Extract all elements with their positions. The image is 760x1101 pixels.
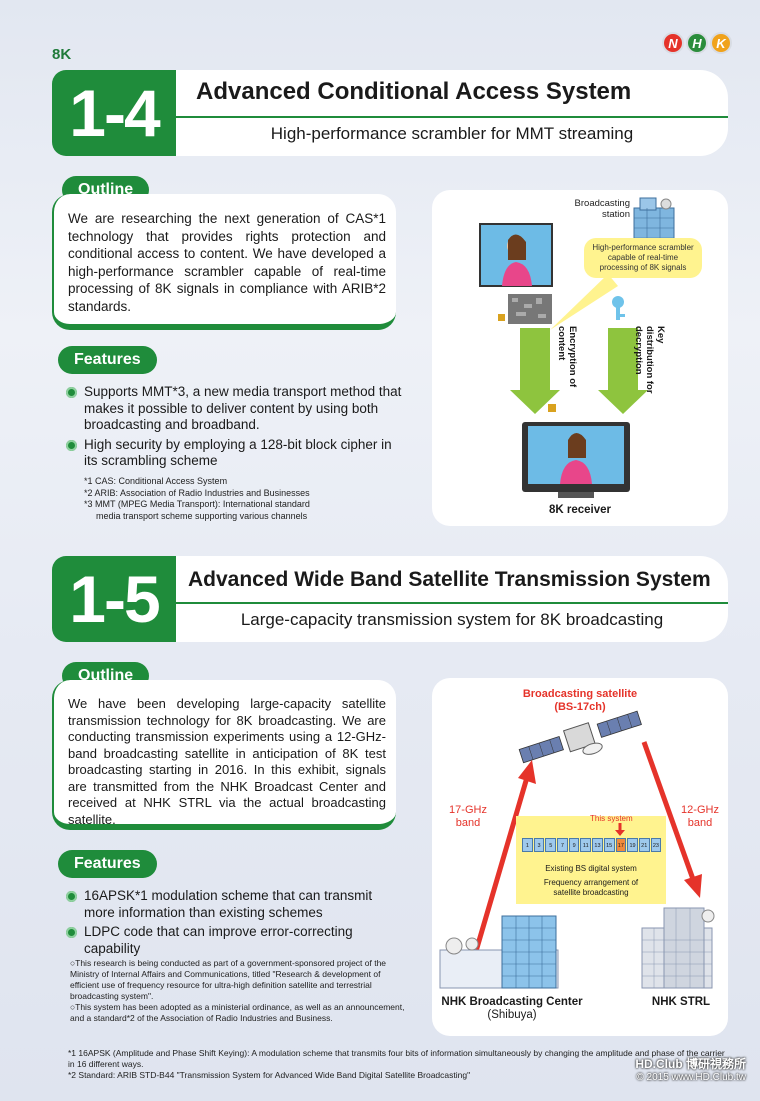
features-list: 16APSK*1 modulation scheme that can tran… (64, 888, 404, 960)
watermark-title: HD.Club 博研視務所 (635, 1057, 746, 1071)
feature-item: High security by employing a 128-bit blo… (64, 437, 404, 470)
channel-cell: 15 (603, 838, 615, 852)
feature-item: Supports MMT*3, a new media transport me… (64, 384, 404, 434)
features-list: Supports MMT*3, a new media transport me… (64, 384, 404, 473)
watermark: HD.Club 博研視務所 © 2015 www.HD.Club.tw (635, 1058, 746, 1084)
scrambler-bubble: High-performance scrambler capable of re… (584, 238, 702, 278)
footnote: *2 Standard: ARIB STD-B44 "Transmission … (68, 1070, 471, 1080)
satellite-diagram: Broadcasting satellite (BS-17ch) 17-GHz … (432, 678, 728, 1036)
section-title: Advanced Wide Band Satellite Transmissio… (188, 568, 711, 591)
satellite-channel: (BS-17ch) (554, 701, 606, 713)
satellite-label: Broadcasting satellite (522, 688, 638, 700)
scrambler-diagram-art (479, 197, 675, 498)
channel-cell: 19 (627, 838, 638, 852)
header-card: Advanced Conditional Access System High-… (176, 70, 728, 156)
note: *3 MMT (MPEG Media Transport): Internati… (84, 499, 310, 509)
channel-cell: 7 (557, 838, 568, 852)
note: *1 CAS: Conditional Access System (84, 476, 228, 486)
scrambler-diagram: Broadcasting station High-performance sc… (432, 190, 728, 526)
notes-1-5: ○This research is being conducted as par… (70, 958, 406, 1024)
strl-label: NHK STRL (651, 996, 711, 1008)
encryption-arrow-icon (510, 328, 560, 414)
channel-cell: 1 (522, 838, 533, 852)
existing-system-label: Existing BS digital system (545, 864, 637, 873)
section-subtitle: High-performance scrambler for MMT strea… (270, 124, 634, 143)
channel-cell: 11 (580, 838, 592, 852)
channel-cell: 5 (545, 838, 557, 852)
center-label: NHK Broadcasting Center (Shibuya) (432, 996, 592, 1022)
downlink-band-label: 12-GHz band (681, 804, 719, 829)
channel-cell-highlight: 17 (615, 838, 627, 852)
encryption-label: Encryption of content (556, 326, 578, 388)
logo-letter-h: H (686, 32, 708, 54)
note: media transport scheme supporting variou… (96, 510, 308, 521)
page-footnotes: *1 16APSK (Amplitude and Phase Shift Key… (68, 1048, 728, 1081)
feature-item: 16APSK*1 modulation scheme that can tran… (64, 888, 404, 921)
channel-cell: 13 (592, 838, 603, 852)
channel-row: 1 3 5 7 9 11 13 15 17 19 21 23 (522, 838, 662, 852)
channel-cell: 21 (638, 838, 650, 852)
key-arrow-icon (598, 328, 648, 414)
footnotes-1-4: *1 CAS: Conditional Access System *2 ARI… (84, 476, 384, 522)
header-card: Advanced Wide Band Satellite Transmissio… (176, 556, 728, 642)
note: ○This research is being conducted as par… (70, 958, 387, 1001)
satellite-icon (518, 710, 642, 764)
center-location: (Shibuya) (487, 1009, 537, 1021)
lock-icon (548, 404, 556, 412)
note: ○This system has been adopted as a minis… (70, 1002, 405, 1023)
strl-building-icon (641, 907, 715, 989)
logo-letter-n: N (662, 32, 684, 54)
feature-item: LDPC code that can improve error-correct… (64, 924, 404, 957)
section-1-4-header: 1-4 Advanced Conditional Access System H… (52, 70, 728, 156)
uplink-arrow-icon (471, 760, 536, 959)
downlink-arrow-icon (641, 741, 702, 898)
center-name: NHK Broadcasting Center (441, 996, 583, 1008)
header-divider (176, 602, 728, 604)
station-label: Broadcasting station (574, 198, 630, 220)
features-label: Features (58, 346, 157, 374)
outline-text: We are researching the next generation o… (52, 194, 396, 330)
section-number: 1-5 (52, 556, 176, 642)
outline-text: We have been developing large-capacity s… (52, 680, 396, 830)
channel-cell: 3 (533, 838, 545, 852)
logo-letter-k: K (710, 32, 732, 54)
lock-icon (498, 314, 505, 321)
satellite-diagram-art (439, 710, 715, 989)
channel-cell: 23 (650, 838, 662, 852)
watermark-copyright: © 2015 www.HD.Club.tw (636, 1072, 746, 1083)
uplink-band-label: 17-GHz band (449, 804, 487, 829)
nhk-logo: N H K (662, 32, 732, 54)
broadcast-center-icon (439, 915, 559, 989)
key-icon (612, 296, 625, 320)
frequency-panel (516, 816, 666, 904)
features-label: Features (58, 850, 157, 878)
section-subtitle: Large-capacity transmission system for 8… (240, 610, 664, 629)
frequency-label: Frequency arrangement of satellite broad… (543, 878, 639, 897)
this-system-label: This system (590, 814, 633, 823)
key-distribution-label: Key distribution for decryption (633, 326, 666, 394)
tv-receiver-icon (522, 422, 630, 498)
section-title: Advanced Conditional Access System (196, 78, 632, 105)
receiver-label: 8K receiver (548, 504, 612, 516)
channel-cell: 9 (568, 838, 580, 852)
header-divider (176, 116, 728, 118)
section-number: 1-4 (52, 70, 176, 156)
note: *2 ARIB: Association of Radio Industries… (84, 487, 310, 498)
section-1-5-header: 1-5 Advanced Wide Band Satellite Transmi… (52, 556, 728, 642)
satellite-title: Broadcasting satellite (BS-17ch) (492, 688, 668, 714)
monitor-icon (479, 223, 553, 287)
section-tag: 8K (52, 46, 72, 63)
footnote: *1 16APSK (Amplitude and Phase Shift Key… (68, 1048, 725, 1069)
